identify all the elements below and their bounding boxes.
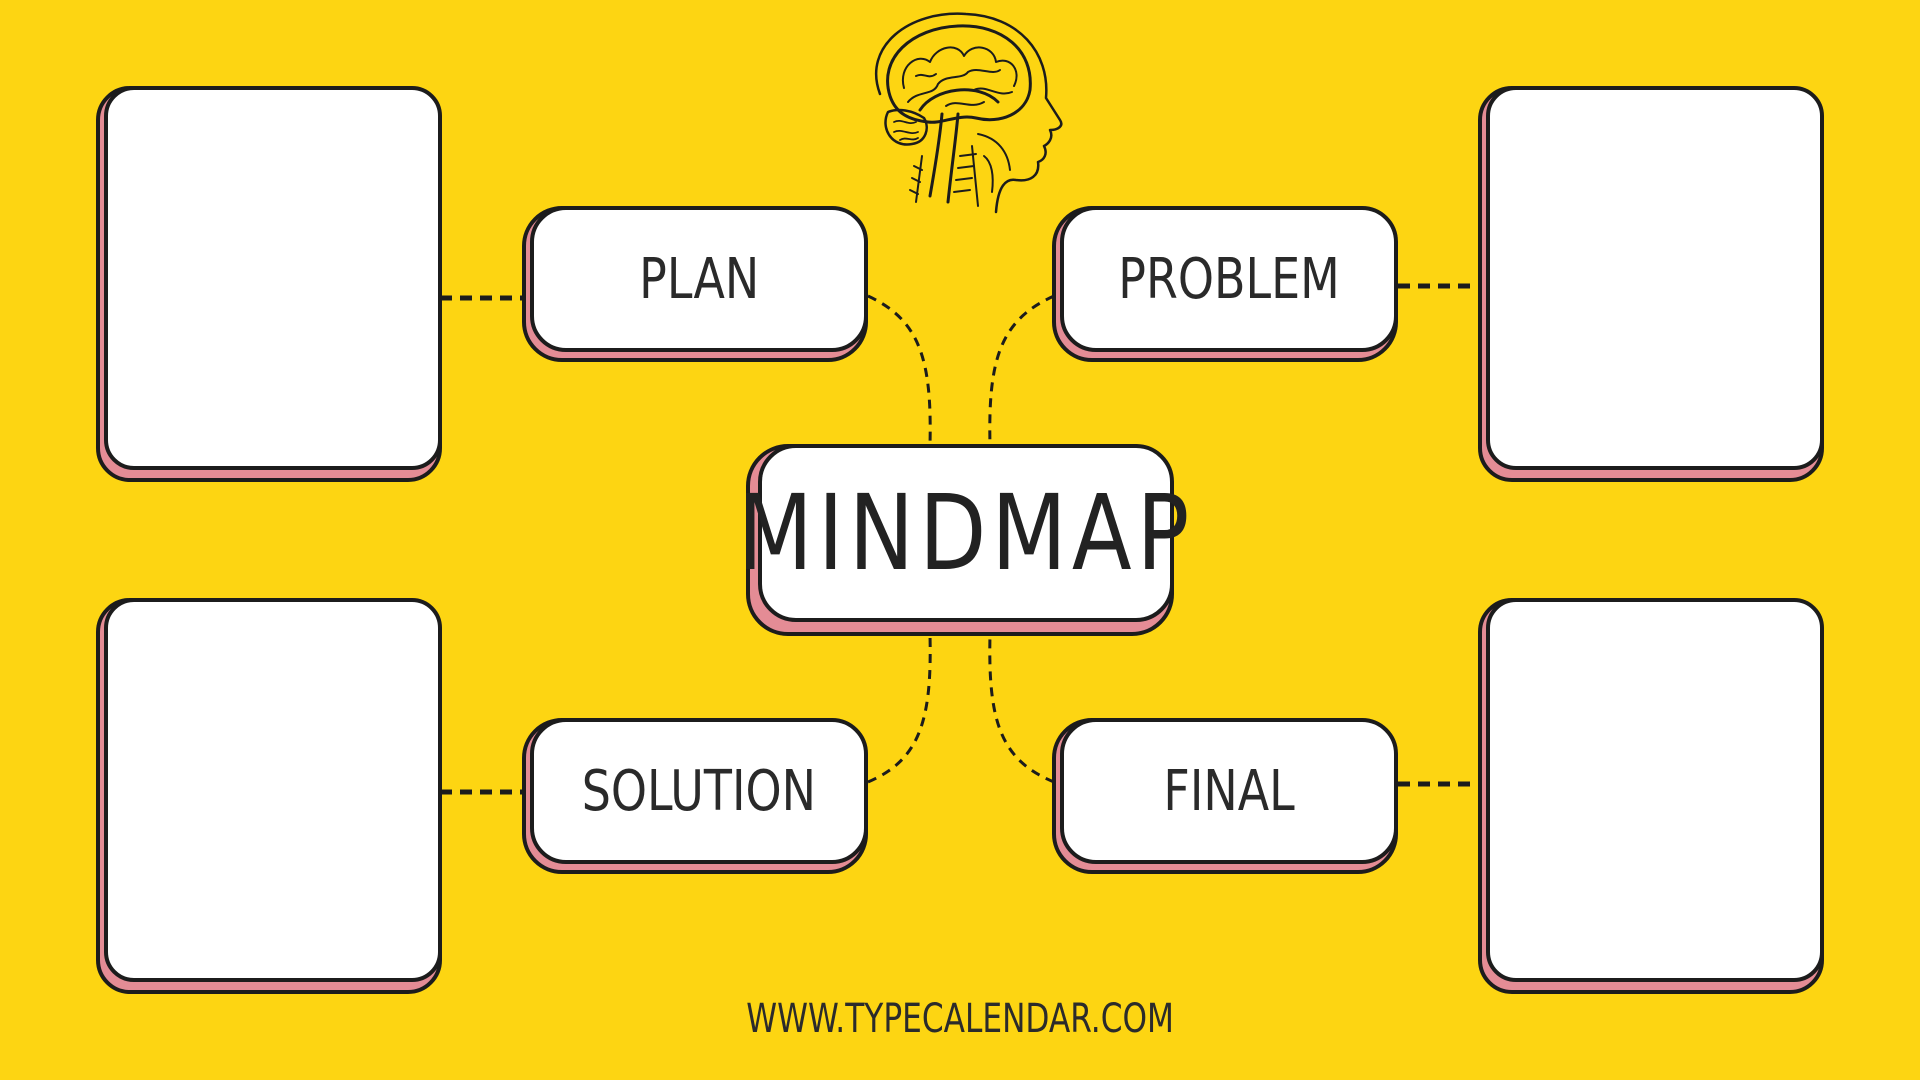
card-face [104,86,442,470]
connector-final-center [988,634,1055,784]
card-face [104,598,442,982]
final-notes-box[interactable] [1478,598,1824,994]
connector-solution-center [867,634,932,784]
node-face: SOLUTION [530,718,868,864]
node-face: PLAN [530,206,868,352]
node-final[interactable]: FINAL [1052,718,1398,874]
problem-notes-box[interactable] [1478,86,1824,482]
connector-problem-center [988,294,1055,446]
node-problem[interactable]: PROBLEM [1052,206,1398,362]
node-problem-label: PROBLEM [1118,246,1340,312]
solution-notes-box[interactable] [96,598,442,994]
brain-head-icon [874,12,1063,214]
connector-plan-center [867,294,932,446]
node-solution[interactable]: SOLUTION [522,718,868,874]
node-face: FINAL [1060,718,1398,864]
footer-url-text[interactable]: WWW.TYPECALENDAR.COM [746,996,1174,1042]
footer-url[interactable]: WWW.TYPECALENDAR.COM [0,996,1920,1042]
node-plan[interactable]: PLAN [522,206,868,362]
center-title: MINDMAP [737,472,1195,594]
node-center-mindmap[interactable]: MINDMAP [738,444,1189,636]
node-solution-label: SOLUTION [581,758,817,824]
node-final-label: FINAL [1163,758,1295,824]
card-face [1486,598,1824,982]
plan-notes-box[interactable] [96,86,442,482]
node-face: PROBLEM [1060,206,1398,352]
node-plan-label: PLAN [638,246,760,312]
card-face [1486,86,1824,470]
node-face: MINDMAP [738,444,1189,622]
